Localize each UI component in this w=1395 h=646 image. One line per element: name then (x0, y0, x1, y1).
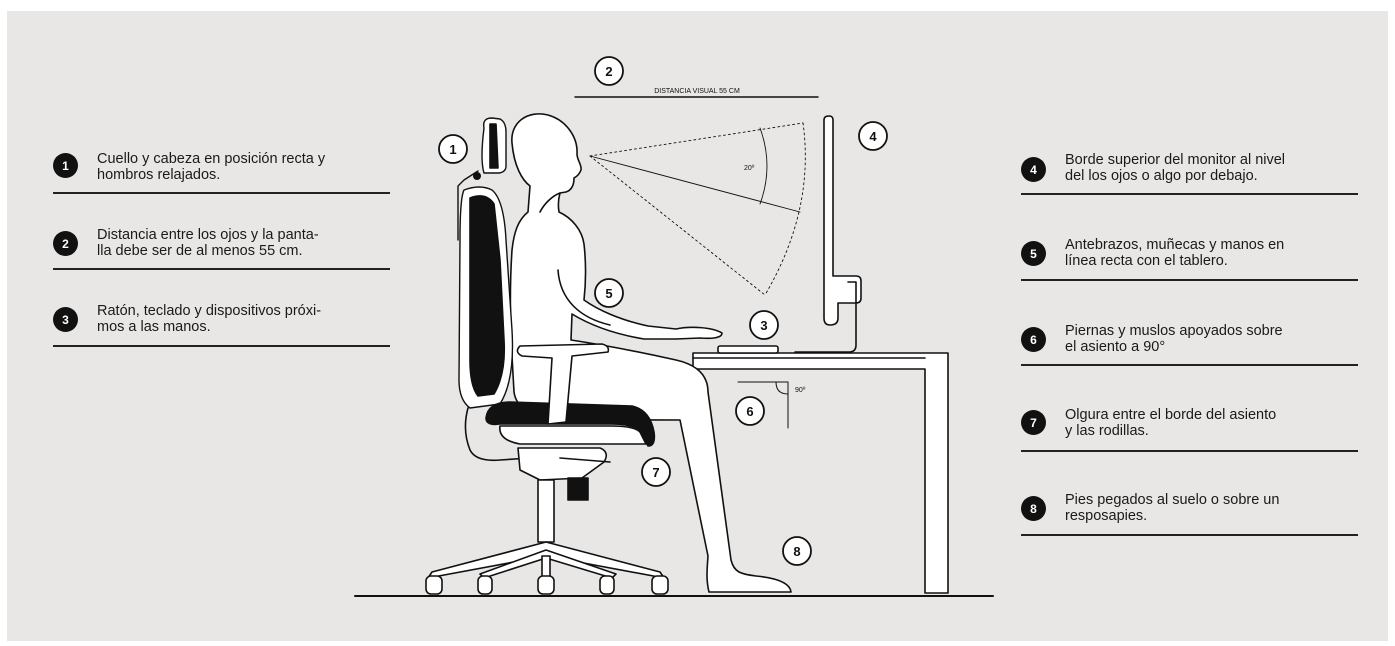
marker-7-label: 7 (652, 465, 659, 480)
chair-base (426, 542, 668, 594)
marker-8-label: 8 (793, 544, 800, 559)
marker-4-label: 4 (869, 129, 877, 144)
marker-1-label: 1 (449, 142, 456, 157)
sight-cone (590, 123, 805, 295)
seat-base (500, 426, 646, 444)
keyboard (718, 346, 778, 353)
marker-6-label: 6 (746, 404, 753, 419)
visual-distance-label: DISTANCIA VISUAL 55 CM (654, 88, 740, 95)
knee-angle-label: 90º (795, 387, 806, 394)
marker-3-label: 3 (760, 318, 767, 333)
headrest-knob (474, 173, 480, 179)
chair-mechanism (518, 448, 606, 480)
headrest-pad (490, 124, 498, 168)
gas-cylinder (538, 480, 554, 542)
marker-5-label: 5 (605, 286, 612, 301)
chair-casters (426, 576, 668, 594)
marker-2-label: 2 (605, 64, 612, 79)
eye-angle-label: 20º (744, 165, 755, 172)
gas-lift-cover (568, 478, 588, 500)
